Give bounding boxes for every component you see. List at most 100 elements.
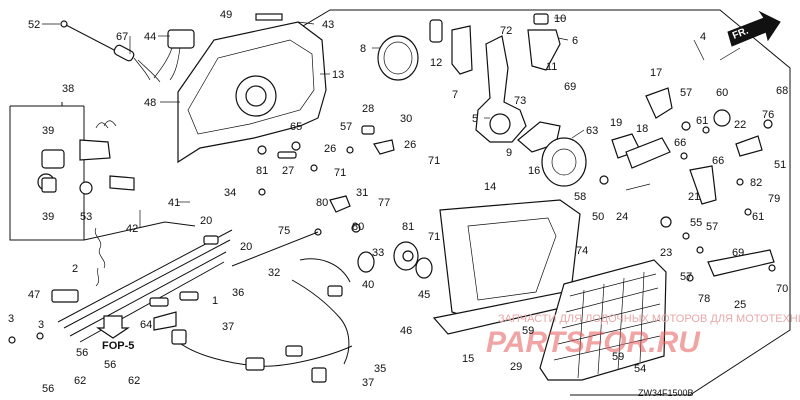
callout-10: 10 [554, 13, 566, 25]
callout-68: 68 [776, 85, 788, 97]
fop-label: FOP-5 [102, 340, 134, 352]
callout-75: 75 [278, 225, 290, 237]
callout-50: 50 [592, 211, 604, 223]
callout-44: 44 [144, 31, 156, 43]
callout-38: 38 [62, 83, 74, 95]
callout-69-top: 69 [564, 81, 576, 93]
callout-4: 4 [700, 31, 706, 43]
back-plate [432, 199, 581, 335]
callout-61-top: 61 [696, 115, 708, 127]
callout-33: 33 [372, 247, 384, 259]
callout-56-middle: 56 [104, 359, 116, 371]
callout-28: 28 [362, 103, 374, 115]
callout-70: 70 [776, 283, 788, 295]
right-side-parts [611, 87, 776, 282]
main-housing [177, 13, 327, 164]
callout-58: 58 [574, 191, 586, 203]
callout-78: 78 [698, 293, 710, 305]
fop-reference: FOP-5 [96, 315, 134, 352]
callout-39-bottom: 39 [42, 211, 54, 223]
callout-71-middle: 71 [334, 167, 346, 179]
callout-53: 53 [80, 211, 92, 223]
callout-67: 67 [116, 31, 128, 43]
callout-32: 32 [268, 267, 280, 279]
callout-8: 8 [360, 43, 366, 55]
callout-20-top: 20 [200, 215, 212, 227]
callout-73: 73 [514, 95, 526, 107]
callout-48: 48 [144, 97, 156, 109]
callout-47: 47 [28, 289, 40, 301]
callout-31: 31 [356, 187, 368, 199]
callout-12: 12 [430, 57, 442, 69]
control-lever-parts [377, 13, 609, 187]
callout-37-bottom: 37 [362, 377, 374, 389]
callout-57-right: 57 [680, 87, 692, 99]
callout-3-right: 3 [38, 319, 44, 331]
callout-76: 76 [762, 109, 774, 121]
callout-18: 18 [636, 123, 648, 135]
small-fasteners-middle [257, 125, 395, 236]
leader-lines [42, 17, 741, 228]
callout-61-lower: 61 [752, 211, 764, 223]
callout-24: 24 [616, 211, 628, 223]
callout-52: 52 [28, 19, 40, 31]
callout-29: 29 [510, 361, 522, 373]
watermark-caption: ЗАПЧАСТИ ДЛЯ ЛОДОЧНЫХ МОТОРОВ ДЛЯ МОТОТЕ… [498, 313, 800, 325]
callout-21: 21 [688, 191, 700, 203]
callout-51: 51 [774, 159, 786, 171]
callout-77: 77 [378, 197, 390, 209]
callout-7: 7 [452, 89, 458, 101]
callout-59-top: 59 [522, 325, 534, 337]
wire-harness [171, 258, 353, 383]
callout-80-top: 80 [316, 197, 328, 209]
callout-65: 65 [290, 121, 302, 133]
watermark-logo: PARTSFOR.RU [486, 326, 701, 359]
callout-45: 45 [418, 289, 430, 301]
callout-60: 60 [716, 87, 728, 99]
callout-56-top: 56 [76, 347, 88, 359]
callout-62-right: 62 [128, 375, 140, 387]
callout-41: 41 [168, 197, 180, 209]
callout-36: 36 [232, 287, 244, 299]
callout-27: 27 [282, 165, 294, 177]
callout-3-left: 3 [8, 313, 14, 325]
callout-81-left: 81 [256, 165, 268, 177]
callout-19: 19 [610, 117, 622, 129]
callout-54: 54 [634, 363, 646, 375]
key-switch-group [37, 120, 135, 287]
callout-22: 22 [734, 119, 746, 131]
callout-9: 9 [506, 147, 512, 159]
callout-49: 49 [220, 9, 232, 21]
grid-cover-plate [539, 259, 667, 381]
trim-switch-cable [60, 20, 195, 83]
callout-66-right: 66 [712, 155, 724, 167]
callout-30: 30 [400, 113, 412, 125]
callout-11: 11 [546, 61, 557, 73]
callout-35: 35 [374, 363, 386, 375]
callout-57-lower: 57 [706, 221, 718, 233]
callout-57-middle: 57 [340, 121, 352, 133]
control-cables [8, 229, 319, 344]
callout-59-bottom: 59 [612, 351, 624, 363]
callout-80-bottom: 80 [352, 221, 364, 233]
callout-23: 23 [660, 247, 672, 259]
callout-43: 43 [322, 19, 334, 31]
callout-39-top: 39 [42, 125, 54, 137]
callout-26-left: 26 [324, 143, 336, 155]
callout-16: 16 [528, 165, 540, 177]
watermark: ЗАПЧАСТИ ДЛЯ ЛОДОЧНЫХ МОТОРОВ ДЛЯ МОТОТЕ… [486, 313, 800, 359]
callout-79: 79 [768, 193, 780, 205]
callout-56-bottom: 56 [42, 383, 54, 395]
drawing-code: ZW34F1500B [638, 388, 694, 398]
callout-13: 13 [332, 69, 344, 81]
callout-34: 34 [224, 187, 236, 199]
callout-25: 25 [734, 299, 746, 311]
callout-69-lower: 69 [732, 247, 744, 259]
callout-71-lower: 71 [428, 231, 440, 243]
callout-64: 64 [140, 319, 152, 331]
callout-20-lower: 20 [240, 241, 252, 253]
callout-46: 46 [400, 325, 412, 337]
callout-40: 40 [362, 279, 374, 291]
callout-62-left: 62 [74, 375, 86, 387]
